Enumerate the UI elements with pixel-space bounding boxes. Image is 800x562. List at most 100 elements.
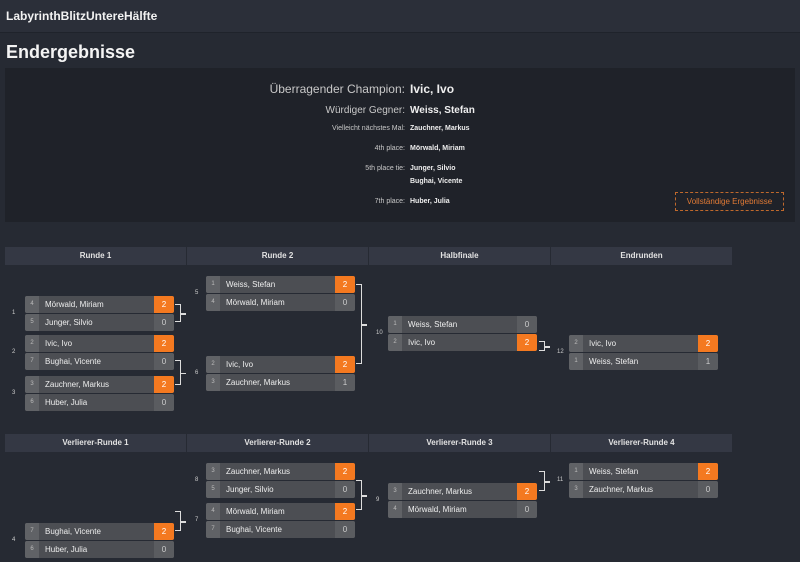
app-title[interactable]: LabyrinthBlitzUntereHälfte [6, 9, 158, 23]
bracket-connector-tick [545, 481, 550, 483]
bracket-connector-tick [181, 521, 186, 523]
round-header: Verlierer-Runde 1 [5, 434, 186, 452]
player-score: 0 [335, 294, 355, 311]
player-seed: 7 [25, 523, 39, 540]
player-name: Weiss, Stefan [408, 320, 458, 329]
bracket-connector [539, 471, 545, 491]
page-title: Endergebnisse [6, 42, 136, 62]
player-name: Bughai, Vicente [226, 525, 282, 534]
match-number: 9 [376, 497, 380, 503]
full-results-button[interactable]: Vollständige Ergebnisse [675, 192, 784, 211]
player-name: Junger, Silvio [226, 485, 274, 494]
player-score: 2 [698, 335, 718, 352]
player-name: Huber, Julia [45, 398, 88, 407]
player-score: 0 [154, 314, 174, 331]
player-name: Mörwald, Miriam [226, 298, 285, 307]
player-name: Ivic, Ivo [45, 339, 73, 348]
result-label: Vielleicht nächstes Mal: [331, 125, 405, 132]
player-score: 1 [335, 374, 355, 391]
player-seed: 2 [388, 334, 402, 351]
player-name: Weiss, Stefan [589, 467, 639, 476]
player-score: 0 [154, 541, 174, 558]
result-name: Zauchner, Markus [410, 125, 470, 132]
bracket-connector [175, 304, 181, 322]
player-score: 2 [698, 463, 718, 480]
result-name: Junger, Silvio [410, 165, 456, 172]
player-score: 0 [335, 521, 355, 538]
match-number: 8 [195, 477, 199, 483]
player-name: Junger, Silvio [45, 318, 93, 327]
bracket-connector [356, 284, 362, 364]
player-score: 2 [154, 376, 174, 393]
result-name: Huber, Julia [410, 198, 450, 205]
match-number: 4 [12, 537, 16, 543]
match-player-row[interactable]: 2 Ivic, Ivo 2 [569, 335, 718, 352]
player-name: Zauchner, Markus [45, 380, 110, 389]
result-label: 5th place tie: [365, 165, 405, 172]
bracket-connector-tick [362, 324, 367, 326]
player-seed: 4 [388, 501, 402, 518]
result-label: 4th place: [374, 145, 405, 152]
bracket-connector [175, 360, 181, 385]
match-number: 5 [195, 290, 199, 296]
bracket-connector-tick [362, 495, 367, 497]
player-seed: 4 [25, 296, 39, 313]
player-name: Weiss, Stefan [226, 280, 276, 289]
result-name: Mörwald, Miriam [410, 145, 465, 152]
match-player-row[interactable]: 1 Weiss, Stefan 2 [569, 463, 718, 480]
player-seed: 3 [569, 481, 583, 498]
player-seed: 6 [25, 541, 39, 558]
player-score: 0 [154, 353, 174, 370]
player-score: 0 [517, 501, 537, 518]
bracket-connector [356, 480, 362, 510]
match-number: 12 [557, 349, 564, 355]
player-score: 2 [335, 356, 355, 373]
player-seed: 3 [206, 463, 220, 480]
player-score: 2 [335, 463, 355, 480]
player-name: Ivic, Ivo [408, 338, 436, 347]
player-name: Mörwald, Miriam [226, 507, 285, 516]
match-number: 3 [12, 390, 16, 396]
bracket-connector-tick [181, 313, 186, 315]
match-number: 10 [376, 330, 383, 336]
player-name: Zauchner, Markus [408, 487, 473, 496]
player-score: 2 [335, 276, 355, 293]
player-seed: 2 [569, 335, 583, 352]
player-score: 0 [698, 481, 718, 498]
bracket-connector-tick [181, 372, 186, 374]
result-label: 7th place: [374, 198, 405, 205]
player-seed: 3 [206, 374, 220, 391]
match-number: 7 [195, 517, 199, 523]
round-header: Runde 1 [5, 247, 186, 265]
player-score: 2 [154, 296, 174, 313]
player-name: Ivic, Ivo [589, 339, 617, 348]
player-score: 2 [335, 503, 355, 520]
player-score: 2 [154, 523, 174, 540]
player-score: 0 [154, 394, 174, 411]
player-seed: 1 [569, 353, 583, 370]
player-score: 2 [517, 483, 537, 500]
player-seed: 1 [569, 463, 583, 480]
